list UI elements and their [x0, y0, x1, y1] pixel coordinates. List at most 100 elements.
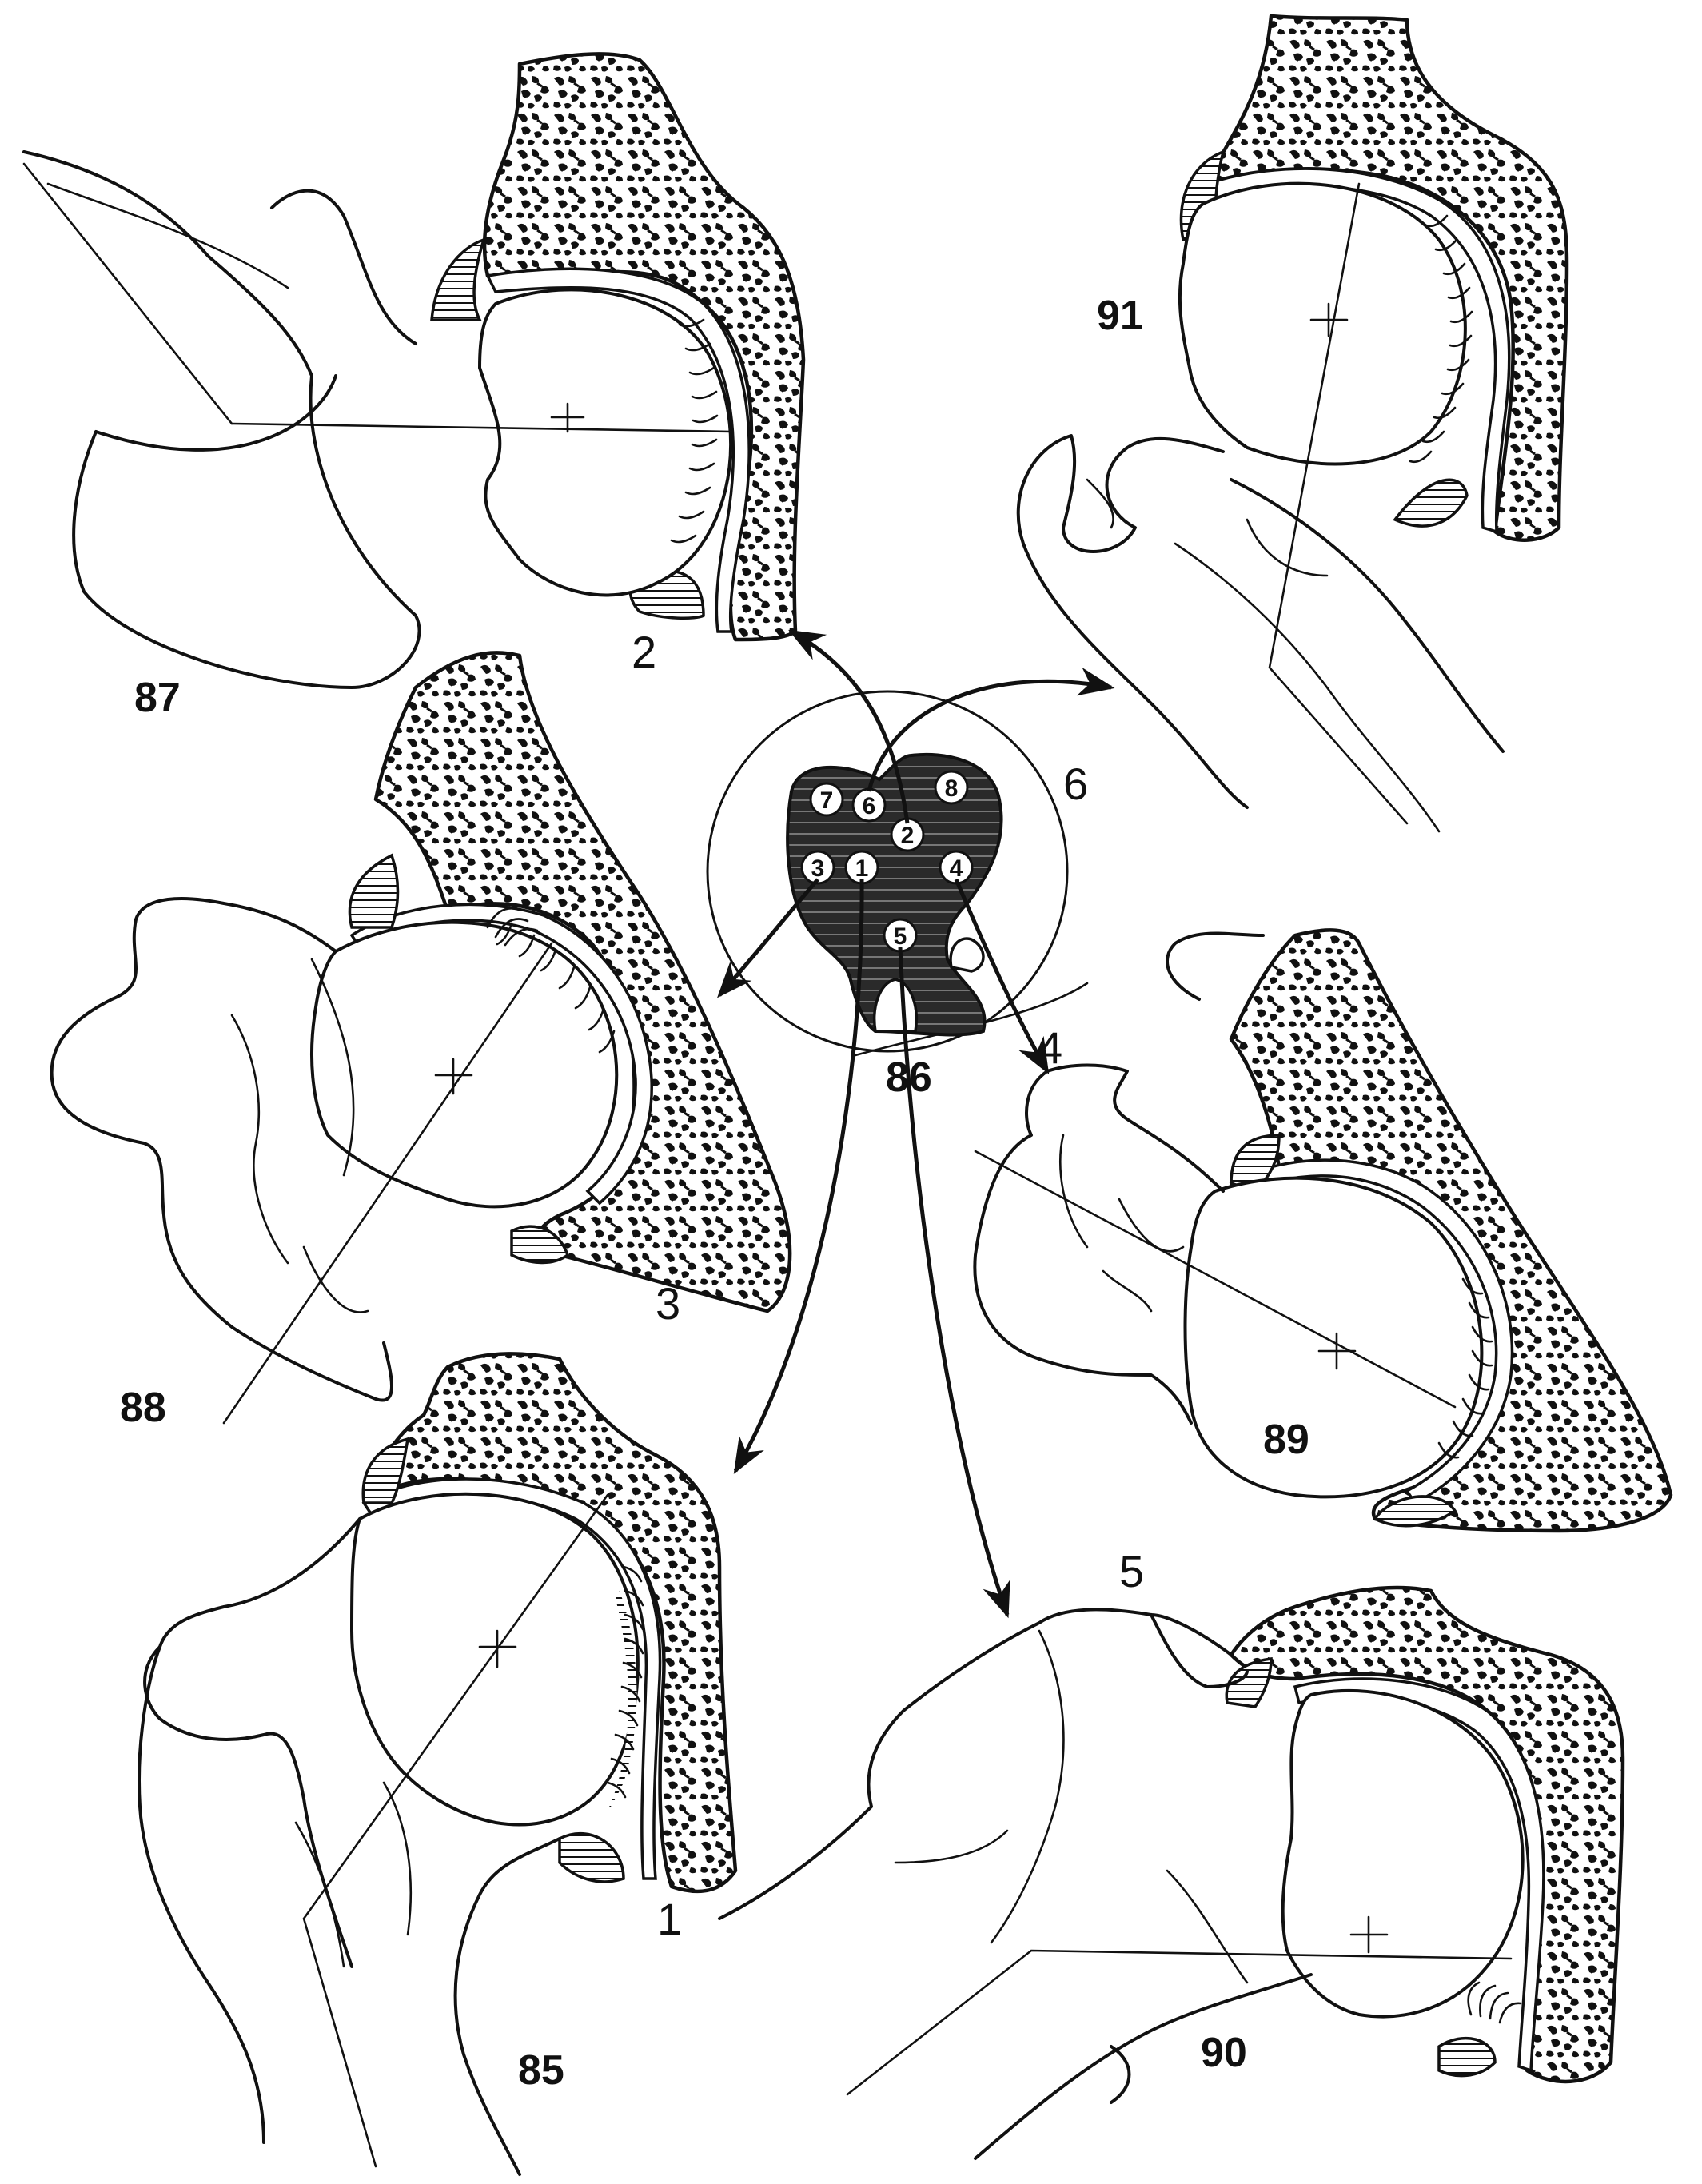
axis-line [302, 1493, 609, 2168]
labrum-top [430, 237, 486, 321]
femur-outline [50, 897, 393, 1402]
labrum-curl [486, 907, 539, 947]
zone-label-8: 8 [945, 775, 959, 802]
acetabular-cartilage [485, 267, 751, 633]
axis-line [974, 1150, 1457, 1409]
figure-90: 90 5 [718, 1546, 1625, 2160]
center-cross [1309, 302, 1349, 337]
center-cross [550, 402, 585, 433]
trochanter-detail [230, 958, 369, 1313]
trochanter-outline [94, 374, 337, 452]
acetabulum-bone [1229, 1585, 1625, 2084]
femur-outline [22, 150, 421, 689]
position-label-5: 5 [1119, 1546, 1144, 1596]
shaft-line [22, 162, 233, 425]
zone-label-3: 3 [811, 855, 825, 882]
labrum-curl [1467, 1981, 1522, 2024]
femoral-head [477, 288, 733, 597]
labrum-bottom [1437, 2036, 1497, 2078]
femur-outline [138, 1517, 361, 2144]
arrow-to-fig-87 [788, 629, 910, 824]
femoral-head [1178, 181, 1467, 466]
acetabular-surface-zones [786, 752, 1003, 1037]
femoral-head [349, 1492, 640, 1827]
labrum-bottom [510, 1225, 570, 1265]
femoral-head [1183, 1176, 1484, 1499]
arrow-to-fig-91 [867, 667, 1115, 792]
trochanter-detail [1058, 1134, 1185, 1313]
arrow-to-fig-85 [733, 879, 864, 1474]
labrum-top [361, 1437, 410, 1504]
shaft-line-right [1230, 478, 1505, 753]
position-label-6: 6 [1063, 759, 1088, 809]
zone-label-1: 1 [855, 855, 869, 882]
zone-label-5: 5 [894, 923, 907, 950]
axis-line [1268, 182, 1409, 825]
center-cross [1349, 1915, 1389, 1954]
figure-number-91: 91 [1097, 293, 1143, 339]
zone-label-7: 7 [820, 787, 834, 814]
figure-number-89: 89 [1263, 1417, 1309, 1463]
femoral-head [1281, 1688, 1525, 2019]
femur-outline [718, 1608, 1233, 1920]
compression-lines [606, 1565, 644, 1799]
figure-number-87: 87 [134, 675, 181, 721]
labrum-bottom [1393, 478, 1469, 528]
figure-89: 89 4 [973, 928, 1673, 1533]
arrow-to-fig-89 [954, 879, 1050, 1074]
zone-label-4: 4 [950, 855, 963, 882]
axis-line [846, 1949, 1513, 2096]
femur-outline [973, 1063, 1225, 1425]
greater-trochanter [1166, 931, 1265, 1001]
compression-lines [1437, 1277, 1493, 1459]
center-cross [434, 1058, 473, 1095]
shaft-right [453, 1837, 561, 2176]
labrum-bottom [1373, 1495, 1457, 1528]
position-label-3: 3 [656, 1278, 680, 1329]
neck-lines [894, 1629, 1249, 1984]
acetabular-cartilage [361, 1477, 662, 1880]
position-label-2: 2 [632, 627, 656, 677]
trochanter-detail [1086, 478, 1329, 577]
zone-arrows [717, 629, 1115, 1619]
labrum-bottom [558, 1832, 625, 1883]
figure-87: 87 2 [22, 52, 806, 721]
acetabular-cartilage [1293, 1677, 1545, 2073]
contact-zone-hatch [608, 1591, 637, 1811]
figure-88: 88 3 [50, 651, 792, 1431]
figure-number-88: 88 [120, 1385, 166, 1431]
figure-number-85: 85 [518, 2047, 564, 2094]
fossa-notch [949, 937, 985, 973]
zone-marker-8 [934, 770, 969, 805]
greater-trochanter [1150, 1613, 1249, 1688]
femoral-head [310, 920, 619, 1209]
shaft-inner [1174, 542, 1441, 833]
circle-rim-arc [854, 982, 1089, 1057]
compression-lines [496, 922, 616, 1054]
zone-label-2: 2 [901, 823, 915, 849]
center-cross [1317, 1332, 1357, 1370]
shaft-inner [294, 1781, 413, 1968]
compression-lines [1409, 214, 1473, 464]
figure-85: 85 1 [138, 1352, 738, 2176]
femur-outline [1016, 434, 1249, 809]
arrow-to-fig-88 [717, 878, 819, 998]
zone-label-6: 6 [863, 793, 876, 819]
acetabular-cartilage [1205, 167, 1511, 534]
axis-line [222, 942, 553, 1425]
greater-trochanter [270, 189, 417, 345]
axis-line [230, 422, 733, 433]
position-label-1: 1 [657, 1894, 682, 1944]
zone-marker-3 [800, 850, 835, 885]
neck-line [46, 182, 289, 289]
figure-91: 91 6 [1016, 14, 1569, 833]
arrow-to-fig-90 [898, 947, 1010, 1619]
figure-number-90: 90 [1201, 2030, 1247, 2076]
labrum-top [348, 853, 400, 929]
compression-lines [670, 318, 719, 544]
figure-86: 1 2 3 4 5 6 7 8 86 [706, 690, 1089, 1101]
femur-lateral [143, 1645, 353, 1968]
center-cross [478, 1629, 517, 1668]
